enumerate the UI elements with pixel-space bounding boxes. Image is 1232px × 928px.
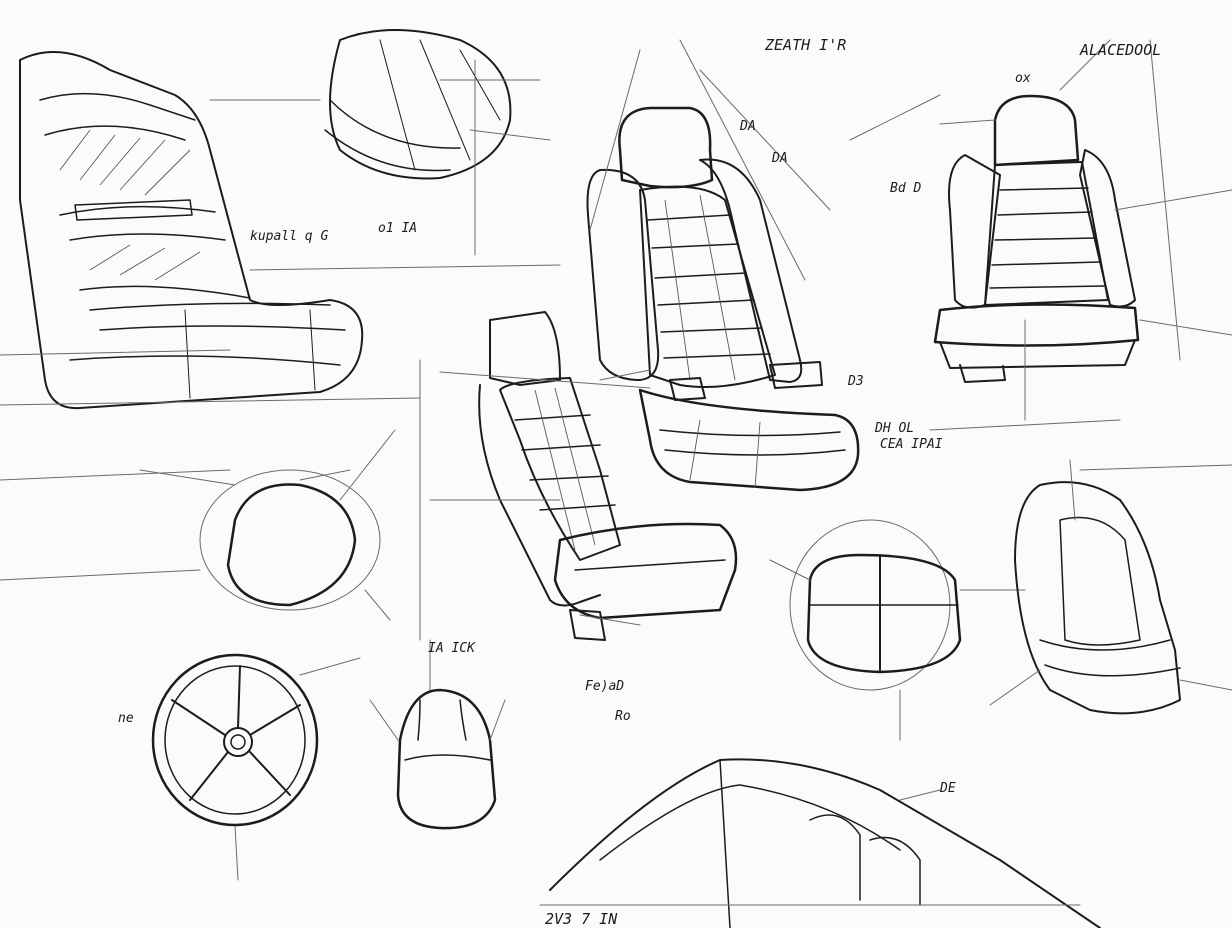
- annotation-right-seat: Bd D: [890, 181, 921, 196]
- annotation-lower-center: Ro: [615, 709, 631, 724]
- annotation-mirror: Fe)aD: [585, 679, 624, 694]
- bucket-seat-sketch: [989, 481, 1232, 715]
- seat-sketch-left: [0, 51, 561, 410]
- seat-sketch-side: [439, 311, 738, 641]
- cushion-detail-top: [324, 29, 551, 256]
- seat-sketch-right: [849, 39, 1232, 421]
- seat-sketch-center: [586, 39, 860, 492]
- annotation-car: DE: [939, 781, 956, 796]
- annotation-wheel: ne: [118, 711, 134, 726]
- car-silhouette-sketch: [539, 758, 1101, 928]
- annotation-top-right: ALACEDOOL: [1079, 41, 1161, 59]
- annotation-headrest: IA ICK: [428, 641, 476, 656]
- annotation-middle-right-2: CEA IPAI: [880, 437, 943, 452]
- annotation-left-seat-2: o1 IA: [378, 221, 417, 236]
- annotation-center-1: DA: [739, 119, 756, 134]
- annotation-middle-right: DH OL: [874, 421, 914, 436]
- round-cushion-left: [139, 429, 396, 621]
- annotation-left-seat: kupall q G: [250, 229, 328, 244]
- annotation-center-2: DA: [771, 151, 788, 166]
- headrest-sketch: [369, 639, 506, 830]
- annotation-armrest: D3: [847, 374, 864, 389]
- oval-panel-sketch: [769, 519, 1026, 741]
- leader-lines: [0, 39, 1232, 641]
- annotation-top-right-small: ox: [1015, 71, 1031, 86]
- annotation-top-center: ZEATH I'R: [764, 36, 846, 54]
- annotation-bottom-center: 2V3 7 IN: [545, 910, 618, 928]
- steering-wheel-sketch: [151, 653, 361, 881]
